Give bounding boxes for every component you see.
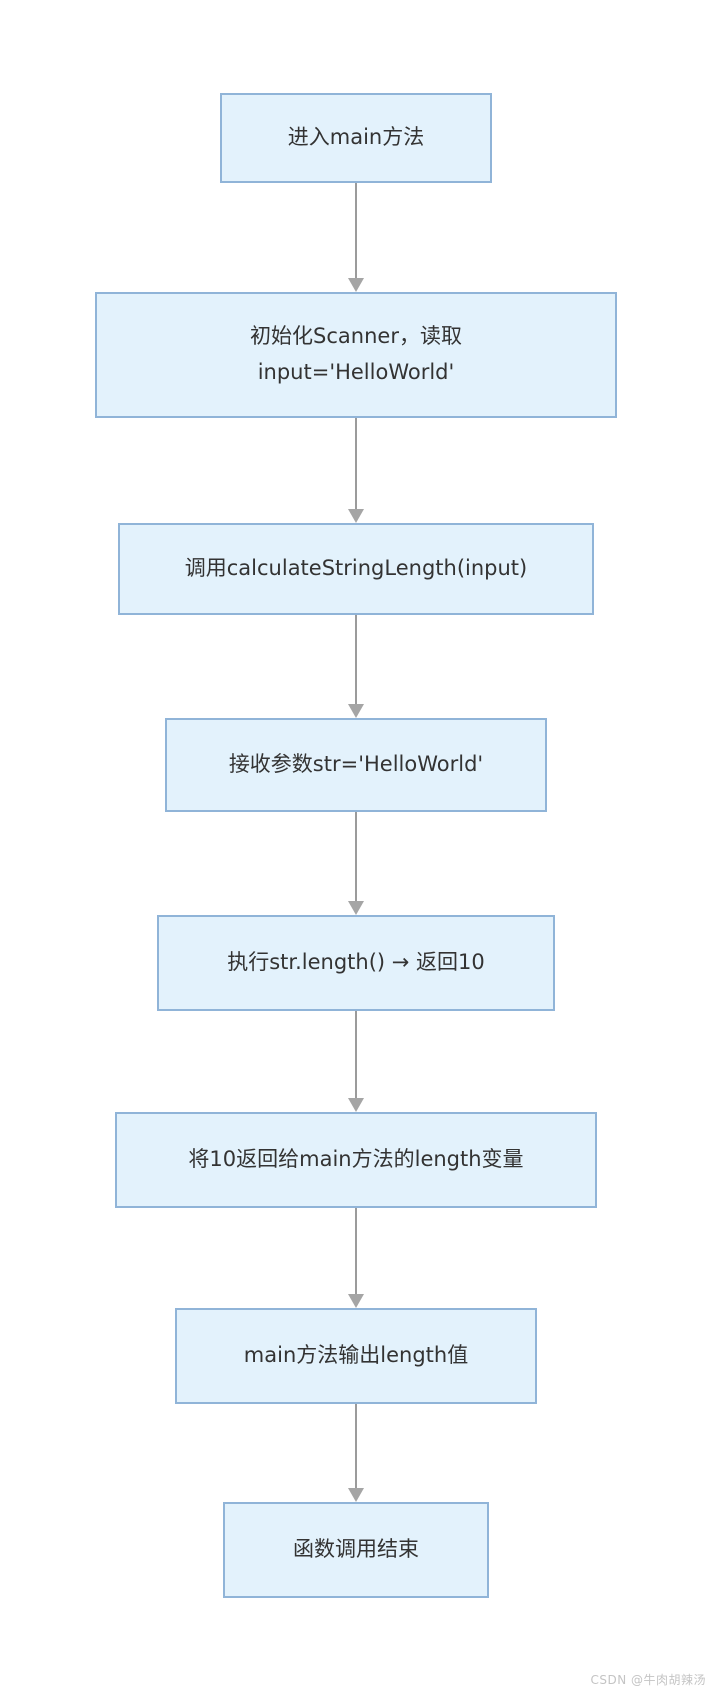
arrow-down-icon <box>348 278 364 292</box>
arrow-line <box>355 183 357 280</box>
node-label-line2: input='HelloWorld' <box>257 360 455 384</box>
arrow-line <box>355 1011 357 1100</box>
node-label: 执行str.length() → 返回10 <box>227 950 485 975</box>
flow-arrow <box>348 1404 364 1502</box>
flow-node-end-call: 函数调用结束 <box>223 1502 489 1598</box>
node-label: 初始化Scanner，读取 <box>250 324 462 349</box>
arrow-down-icon <box>348 704 364 718</box>
flow-node-call-calculate: 调用calculateStringLength(input) <box>118 523 594 615</box>
flow-node-init-scanner: 初始化Scanner，读取 input='HelloWorld' <box>95 292 617 418</box>
node-label: 函数调用结束 <box>293 1537 419 1562</box>
node-label: 调用calculateStringLength(input) <box>184 556 528 581</box>
arrow-line <box>355 418 357 511</box>
arrow-line <box>355 1208 357 1296</box>
flow-arrow <box>348 418 364 523</box>
arrow-down-icon <box>348 901 364 915</box>
node-label: 进入main方法 <box>287 125 425 150</box>
csdn-watermark: CSDN @牛肉胡辣汤 <box>590 1673 706 1687</box>
arrow-down-icon <box>348 1294 364 1308</box>
arrow-down-icon <box>348 509 364 523</box>
flow-node-execute-length: 执行str.length() → 返回10 <box>157 915 555 1011</box>
arrow-line <box>355 1404 357 1490</box>
flow-node-output-length: main方法输出length值 <box>175 1308 537 1404</box>
arrow-line <box>355 812 357 903</box>
flow-arrow <box>348 1011 364 1112</box>
flow-node-return-to-main: 将10返回给main方法的length变量 <box>115 1112 597 1208</box>
flow-node-receive-param: 接收参数str='HelloWorld' <box>165 718 547 812</box>
flow-arrow <box>348 615 364 718</box>
flow-arrow <box>348 1208 364 1308</box>
node-label: 接收参数str='HelloWorld' <box>228 752 484 777</box>
node-label: 将10返回给main方法的length变量 <box>188 1147 524 1172</box>
node-label: main方法输出length值 <box>243 1343 469 1368</box>
arrow-down-icon <box>348 1488 364 1502</box>
arrow-line <box>355 615 357 706</box>
flow-arrow <box>348 183 364 292</box>
arrow-down-icon <box>348 1098 364 1112</box>
flow-arrow <box>348 812 364 915</box>
flow-node-enter-main: 进入main方法 <box>220 93 492 183</box>
